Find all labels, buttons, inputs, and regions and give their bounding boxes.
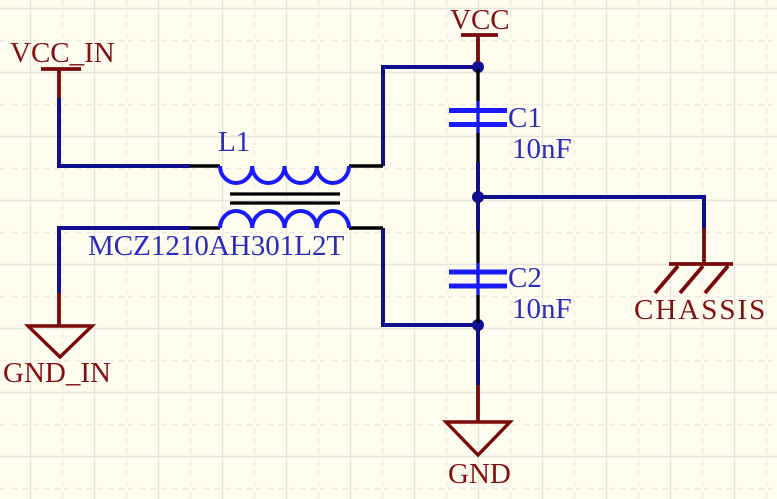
power-port-label[interactable]: CHASSIS [634,294,767,326]
capacitor-value-label[interactable]: 10nF [512,133,572,165]
choke-bottom-winding[interactable] [218,208,351,229]
junction-dot [472,319,484,331]
wire-choke-to-gndnode[interactable] [381,228,478,327]
choke-designator-label[interactable]: L1 [218,126,250,158]
chassis-hatch-line [653,264,680,295]
ground-triangle [23,324,97,360]
junction-dot [472,191,484,203]
capacitor-value-label[interactable]: 10nF [512,293,572,325]
capacitor-designator-label[interactable]: C2 [508,262,542,294]
power-port-vcc[interactable]: VCC [450,4,510,62]
component-capacitor-c2[interactable]: C2 10nF [449,231,572,325]
component-choke-l1[interactable]: L1 MCZ1210AH301L2T [88,126,383,262]
power-port-label[interactable]: VCC_IN [10,37,115,69]
power-port-gnd[interactable]: GND [441,385,515,490]
power-port-label[interactable]: GND [448,458,511,490]
power-port-label[interactable]: GND_IN [3,357,111,389]
component-capacitor-c1[interactable]: C1 10nF [449,69,572,165]
wires [57,61,706,385]
power-port-chassis[interactable]: CHASSIS [634,228,767,326]
power-port-gnd-in[interactable]: GND_IN [3,293,111,389]
junction-dot [472,61,484,73]
wire-mid-to-chassis[interactable] [478,195,706,228]
choke-comment-label[interactable]: MCZ1210AH301L2T [88,230,344,262]
chassis-hatch-line [678,264,705,295]
choke-top-winding[interactable] [218,165,351,186]
capacitor-designator-label[interactable]: C1 [508,102,542,134]
wire-vccin-to-choke[interactable] [57,98,190,168]
wire-choke-to-vcc[interactable] [381,65,478,166]
power-port-vcc-in[interactable]: VCC_IN [10,37,115,98]
wire-choke-to-gndin[interactable] [57,226,190,293]
ground-triangle [441,420,515,458]
chassis-hatch-line [703,264,730,295]
power-port-label[interactable]: VCC [450,4,510,36]
